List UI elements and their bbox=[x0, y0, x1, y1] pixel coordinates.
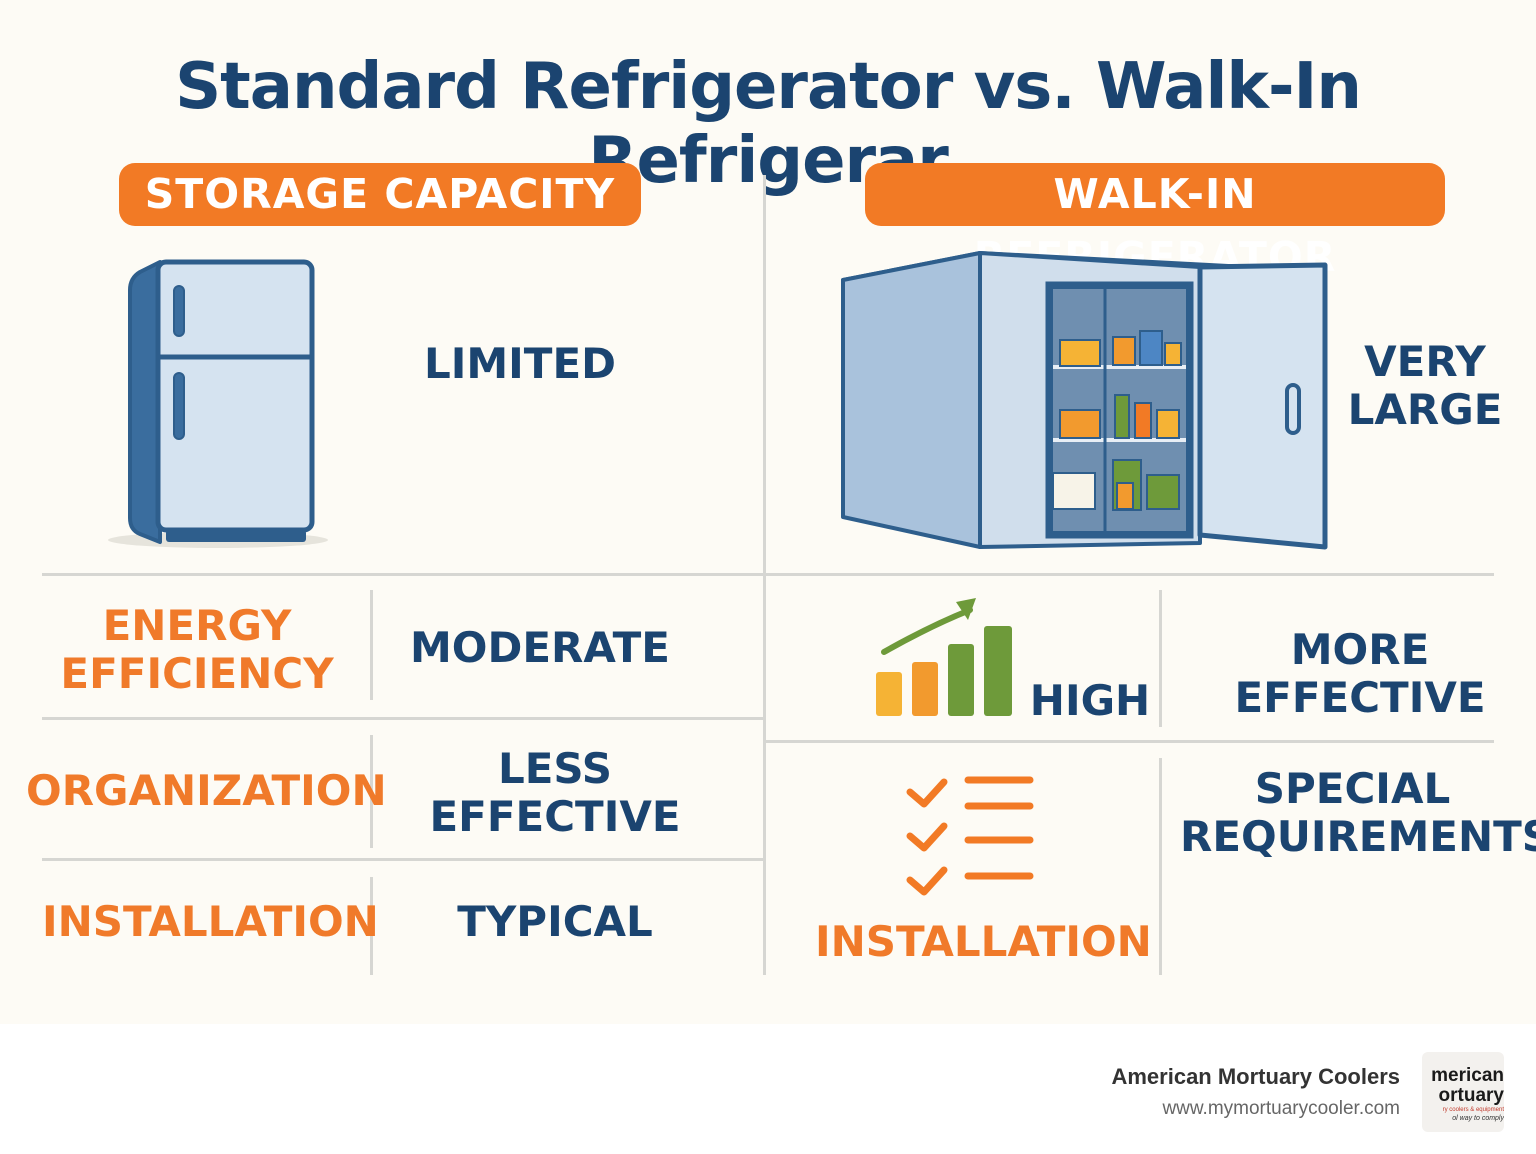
page-title: Standard Refrigerator vs. Walk-In Refrig… bbox=[175, 50, 1362, 198]
walk-in-cooler-icon bbox=[841, 251, 1328, 550]
divider-right-energy bbox=[766, 740, 1494, 743]
divider-left-col-3 bbox=[370, 877, 373, 975]
divider-capacity bbox=[42, 573, 1494, 576]
divider-left-organization bbox=[42, 858, 763, 861]
label-energy-line-1: ENERGY bbox=[102, 601, 292, 650]
header-storage-capacity: STORAGE CAPACITY bbox=[119, 163, 641, 226]
divider-left-energy bbox=[42, 717, 763, 720]
label-energy-efficiency: ENERGY EFFICIENCY bbox=[42, 602, 352, 698]
bar-chart-up-icon bbox=[876, 598, 1012, 716]
divider-right-col-1 bbox=[1159, 590, 1162, 727]
right-organization-line-2: EFFECTIVE bbox=[1234, 673, 1486, 722]
infographic-panel: Standard Refrigerator vs. Walk-In Refrig… bbox=[26, 50, 1536, 975]
right-installation-line-1: SPECIAL bbox=[1254, 764, 1451, 813]
refrigerator-icon bbox=[108, 259, 328, 548]
label-organization: ORGANIZATION bbox=[26, 766, 387, 815]
logo-line-3: ry coolers & equipment bbox=[1442, 1107, 1504, 1113]
left-energy-value: MODERATE bbox=[410, 623, 670, 672]
left-installation-value: TYPICAL bbox=[457, 897, 653, 946]
header-walk-in-refrigerator: WALK-IN REFRIGERATOR bbox=[865, 163, 1445, 281]
right-installation-line-2: REQUIREMENTS bbox=[1180, 812, 1536, 861]
divider-left-col-1 bbox=[370, 590, 373, 700]
right-energy-value: HIGH bbox=[1029, 676, 1151, 725]
right-installation-label: INSTALLATION bbox=[815, 917, 1152, 966]
logo-line-1: merican bbox=[1431, 1065, 1504, 1086]
footer-url: www.mymortuarycooler.com bbox=[1162, 1098, 1400, 1119]
checklist-icon bbox=[906, 776, 1034, 896]
divider-left-col-2 bbox=[370, 735, 373, 848]
left-organization-value: LESS EFFECTIVE bbox=[400, 745, 710, 841]
label-energy-line-2: EFFICIENCY bbox=[60, 649, 334, 698]
left-organization-line-1: LESS bbox=[497, 744, 613, 793]
right-capacity-value: VERY LARGE bbox=[1330, 338, 1520, 434]
left-organization-line-2: EFFECTIVE bbox=[429, 792, 681, 841]
right-capacity-line-1: VERY bbox=[1364, 337, 1486, 386]
right-organization-line-1: MORE bbox=[1290, 625, 1430, 674]
label-installation: INSTALLATION bbox=[42, 897, 379, 946]
right-capacity-line-2: LARGE bbox=[1347, 385, 1503, 434]
right-organization-value: MORE EFFECTIVE bbox=[1200, 626, 1520, 722]
left-capacity-value: LIMITED bbox=[423, 339, 616, 388]
footer-company: American Mortuary Coolers bbox=[1111, 1064, 1400, 1089]
company-logo: merican ortuary ry coolers & equipment o… bbox=[1422, 1052, 1504, 1132]
divider-right-col-2 bbox=[1159, 758, 1162, 975]
logo-line-4: ol way to comply bbox=[1452, 1115, 1504, 1122]
logo-line-2: ortuary bbox=[1438, 1085, 1504, 1106]
right-installation-value: SPECIAL REQUIREMENTS bbox=[1180, 764, 1536, 861]
